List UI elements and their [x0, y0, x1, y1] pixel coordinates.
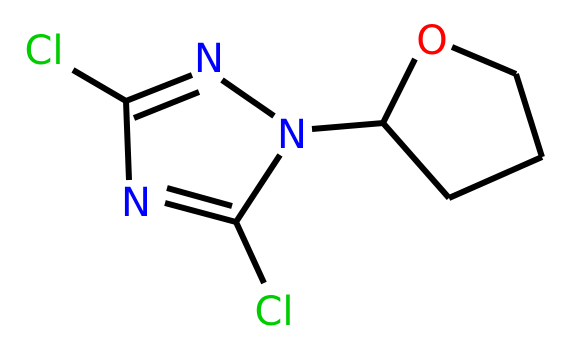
bond-c3-n2-a	[124, 72, 194, 104]
atom-cl-top: Cl	[24, 28, 63, 74]
bond-c3-n2-b	[132, 89, 201, 121]
atom-n1: N	[277, 112, 307, 158]
bond-c5prime-c4prime	[513, 73, 545, 158]
bond-n4-c3	[123, 100, 132, 181]
atom-labels: Cl N N N Cl O	[24, 18, 447, 335]
atom-n4: N	[121, 180, 151, 226]
atom-cl-bottom: Cl	[254, 289, 293, 335]
bond-n2-n1	[220, 77, 276, 119]
atom-n2: N	[194, 36, 224, 82]
bond-c4prime-c3prime	[447, 154, 544, 201]
bond-o-c5prime	[450, 44, 518, 77]
bond-c3prime-c2prime	[380, 121, 452, 200]
bond-c5-cl	[233, 220, 267, 285]
bond-c3-cl	[71, 67, 128, 104]
bond-c5-n4-b	[166, 185, 233, 209]
bond-c5-n4-a	[164, 200, 237, 225]
bond-n1-c5	[233, 153, 283, 224]
bonds	[71, 44, 545, 285]
bond-c2prime-o	[380, 57, 418, 125]
bond-n1-c2prime	[311, 120, 384, 132]
atom-o: O	[416, 18, 447, 64]
